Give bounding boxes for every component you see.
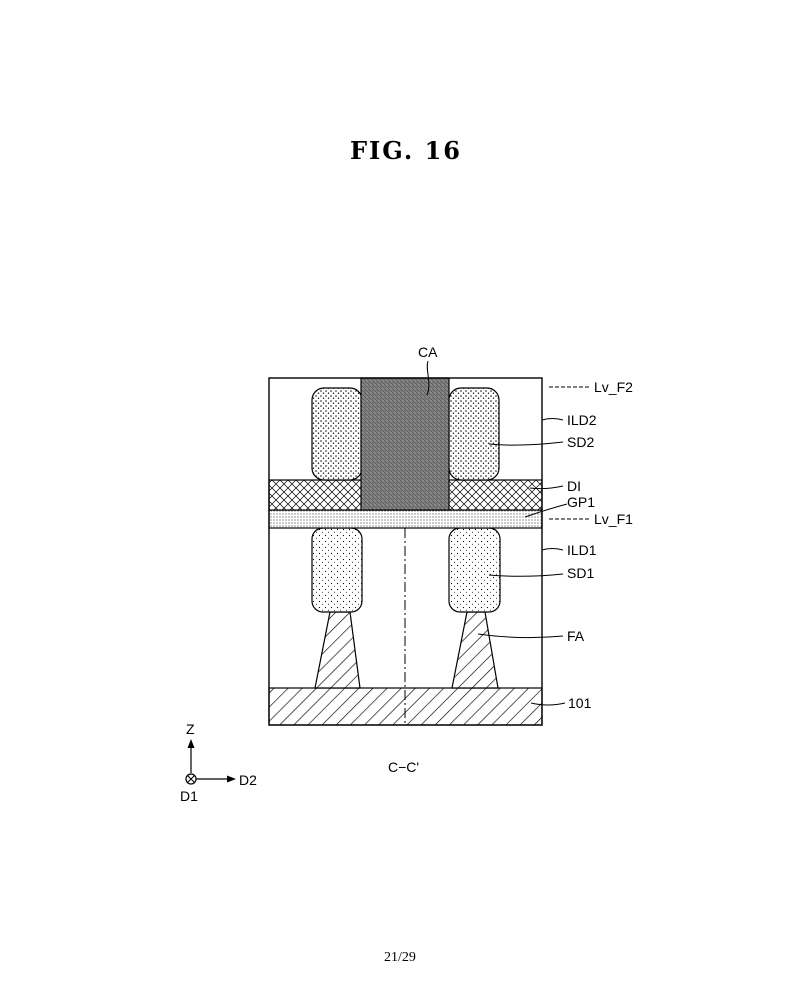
label-di: DI bbox=[567, 478, 581, 494]
page-number: 21/29 bbox=[384, 950, 416, 965]
gp1-layer bbox=[268, 509, 543, 529]
fin-right bbox=[451, 611, 499, 689]
label-lv-f2: Lv_F2 bbox=[594, 379, 633, 395]
axis-label-d1: D1 bbox=[180, 788, 198, 804]
leader-ild1 bbox=[541, 548, 564, 551]
sd2-right bbox=[448, 387, 500, 481]
leader-sd2 bbox=[488, 441, 564, 446]
label-lv-f1: Lv_F1 bbox=[594, 511, 633, 527]
label-ild1: ILD1 bbox=[567, 542, 597, 558]
leader-sd1 bbox=[488, 573, 564, 577]
sd1-left bbox=[311, 527, 363, 613]
leader-di bbox=[529, 485, 564, 490]
leader-ild2 bbox=[541, 418, 564, 421]
label-sd2: SD2 bbox=[567, 434, 594, 450]
axis-label-z: Z bbox=[186, 721, 195, 737]
section-label: C−C' bbox=[388, 759, 419, 775]
diagram-frame bbox=[268, 377, 543, 726]
fin-left bbox=[314, 611, 361, 689]
z-axis-arrow-icon bbox=[187, 739, 195, 748]
label-ild2: ILD2 bbox=[567, 412, 597, 428]
label-101: 101 bbox=[568, 695, 592, 711]
label-gp1: GP1 bbox=[567, 494, 595, 510]
sd2-left bbox=[311, 387, 363, 481]
label-sd1: SD1 bbox=[567, 565, 594, 581]
d1-cross-icon bbox=[187, 775, 195, 783]
leader-gp1 bbox=[524, 503, 568, 518]
leader-ca bbox=[426, 360, 430, 396]
leader-fa bbox=[477, 633, 564, 639]
label-ca: CA bbox=[418, 344, 438, 360]
axis-label-d2: D2 bbox=[239, 772, 257, 788]
contact-ca bbox=[360, 377, 450, 511]
d2-axis-arrow-icon bbox=[227, 775, 236, 783]
sd1-right bbox=[448, 527, 501, 613]
label-fa: FA bbox=[567, 628, 585, 644]
figure-title: FIG. 16 bbox=[349, 136, 462, 165]
leader-101 bbox=[530, 702, 566, 706]
